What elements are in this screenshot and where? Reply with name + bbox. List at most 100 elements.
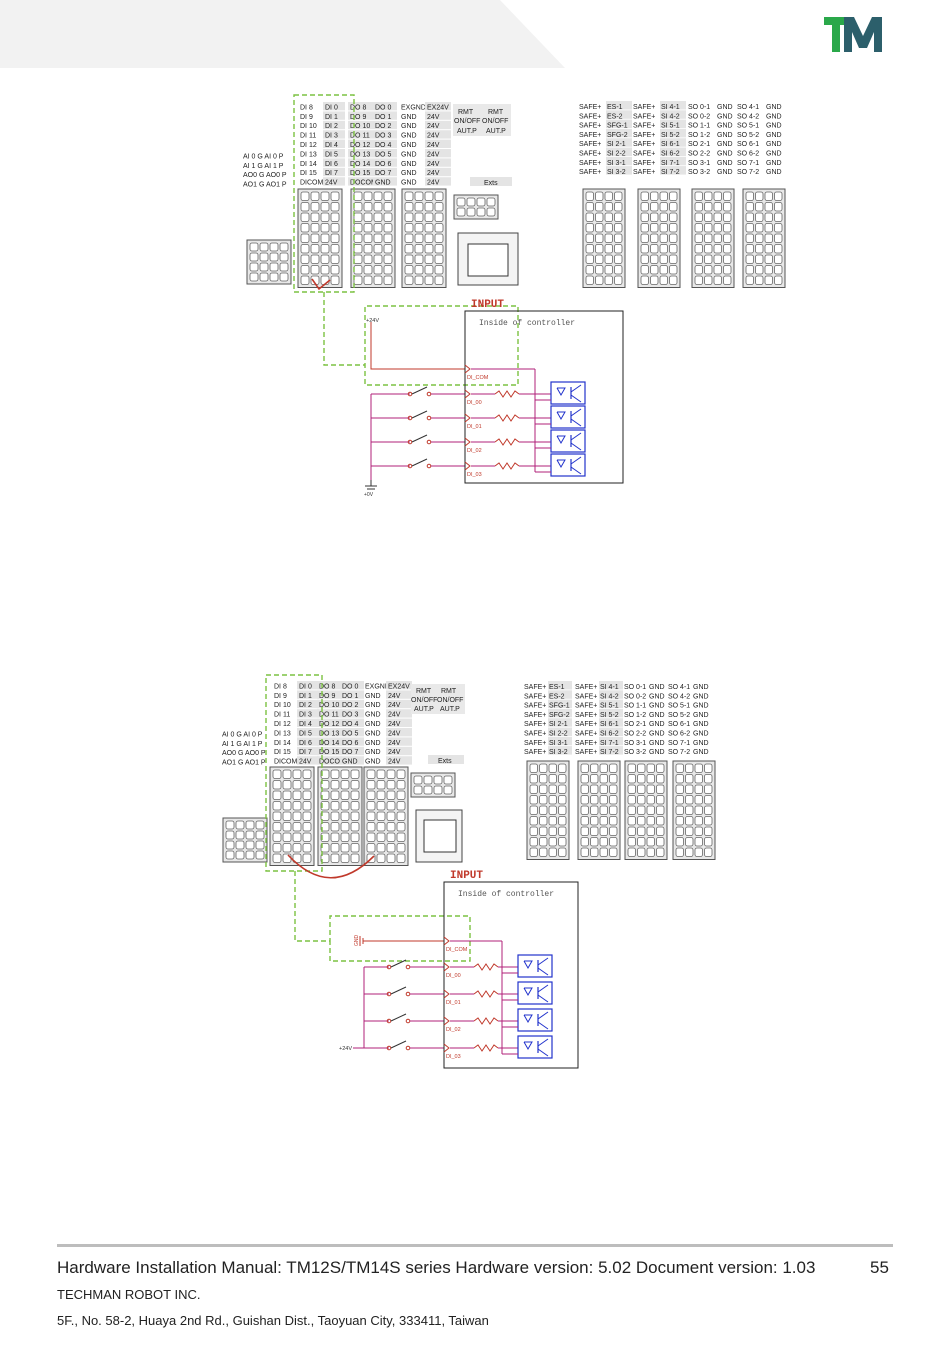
terminal-pin [353, 212, 363, 222]
di-label: DI 14 [274, 740, 291, 747]
terminal-pin [373, 212, 383, 222]
terminal-pin [300, 191, 310, 201]
opto-transistor [570, 394, 582, 403]
ex-label: 24V [427, 170, 440, 177]
label-shade [323, 167, 345, 177]
terminal-pin [300, 202, 310, 212]
ex-label: 24V [388, 693, 401, 700]
jumper-wire [287, 854, 375, 879]
do-label: DO 12 [319, 721, 339, 728]
terminal-block [410, 772, 456, 798]
terminal-pin [585, 202, 594, 212]
terminal-pin [282, 769, 292, 779]
do-label: GND [375, 180, 391, 187]
terminal-pin [694, 826, 703, 836]
di-label: DI 13 [300, 151, 317, 158]
terminal-pin [225, 850, 235, 860]
terminal-pin [434, 191, 444, 201]
ex-label: GND [401, 133, 417, 140]
terminal-pin [423, 775, 433, 785]
safe-label: SAFE+ [524, 684, 546, 691]
terminal-pin [580, 795, 589, 805]
terminal-pin [713, 244, 722, 254]
ex-label: 24V [427, 180, 440, 187]
switch-lever [390, 1013, 407, 1022]
terminal-pin [590, 837, 599, 847]
safe-label: SO 6-1 [737, 141, 759, 148]
terminal-pin [292, 790, 302, 800]
safe-label: GND [717, 123, 733, 130]
tm-logo [824, 17, 882, 52]
terminal-pin [659, 275, 668, 285]
terminal-pin [310, 265, 320, 275]
terminal-pin [272, 822, 282, 832]
safe-label: SO 3-2 [624, 749, 646, 756]
ex-label: 24V [427, 142, 440, 149]
terminal-pin [255, 850, 265, 860]
terminal-pin [330, 212, 340, 222]
optocoupler [517, 954, 553, 978]
terminal-pin [590, 826, 599, 836]
label-shade [425, 158, 451, 167]
terminal-pin [745, 265, 754, 275]
terminal-pin [249, 252, 259, 262]
do-label: DO 3 [375, 133, 391, 140]
pin-chevron [464, 364, 471, 374]
terminal-block [269, 766, 315, 866]
label-shade [317, 728, 342, 737]
ex-label: GND [365, 702, 381, 709]
terminal-pin [755, 265, 764, 275]
do-label: DO 11 [319, 712, 339, 719]
safe-shade [660, 166, 686, 175]
safe-label: SAFE+ [579, 123, 601, 130]
terminal-pin [434, 223, 444, 233]
terminal-pin [225, 830, 235, 840]
terminal-pin [259, 242, 269, 252]
terminal-pin [659, 212, 668, 222]
terminal-pin [595, 265, 604, 275]
label-shade [340, 718, 364, 727]
safe-label: SI 4-1 [661, 104, 680, 111]
terminal-pin [404, 244, 414, 254]
terminal-pin [704, 763, 713, 773]
terminal-pin [424, 223, 434, 233]
terminal-pin [353, 223, 363, 233]
terminal-pin [434, 244, 444, 254]
safe-label: GND [693, 721, 709, 728]
terminal-pin [539, 795, 548, 805]
do-label: DO 2 [342, 702, 358, 709]
safe-label: SAFE+ [575, 740, 597, 747]
switch-lever [411, 434, 428, 443]
terminal-pin [764, 212, 773, 222]
terminal-pin [774, 275, 783, 285]
terminal-pin [704, 223, 713, 233]
terminal-pin [685, 826, 694, 836]
safe-label: GND [766, 104, 782, 111]
terminal-pin [353, 244, 363, 254]
terminal-pin [300, 265, 310, 275]
safe-label: SAFE+ [579, 132, 601, 139]
terminal-pin [685, 763, 694, 773]
label-shade [425, 167, 451, 177]
di-label: DI 6 [299, 740, 312, 747]
terminal-block [453, 194, 499, 220]
do-label: DO 3 [342, 712, 358, 719]
terminal-pin [580, 826, 589, 836]
label-shade [386, 728, 412, 737]
terminal-pin [694, 795, 703, 805]
optocoupler [517, 981, 553, 1005]
label-shade [297, 699, 319, 709]
safe-label: SO 7-2 [737, 169, 759, 176]
terminal-pin [363, 202, 373, 212]
terminal-pin [300, 233, 310, 243]
opto-transistor [570, 442, 582, 451]
do-label: DO 13 [350, 151, 370, 158]
terminal-pin [656, 763, 665, 773]
terminal-pin [396, 832, 406, 842]
terminal-pin [764, 202, 773, 212]
terminal-pin [376, 853, 386, 863]
terminal-pin [646, 774, 655, 784]
terminal-pin [279, 272, 289, 282]
terminal-pin [292, 822, 302, 832]
terminal-pin [713, 275, 722, 285]
